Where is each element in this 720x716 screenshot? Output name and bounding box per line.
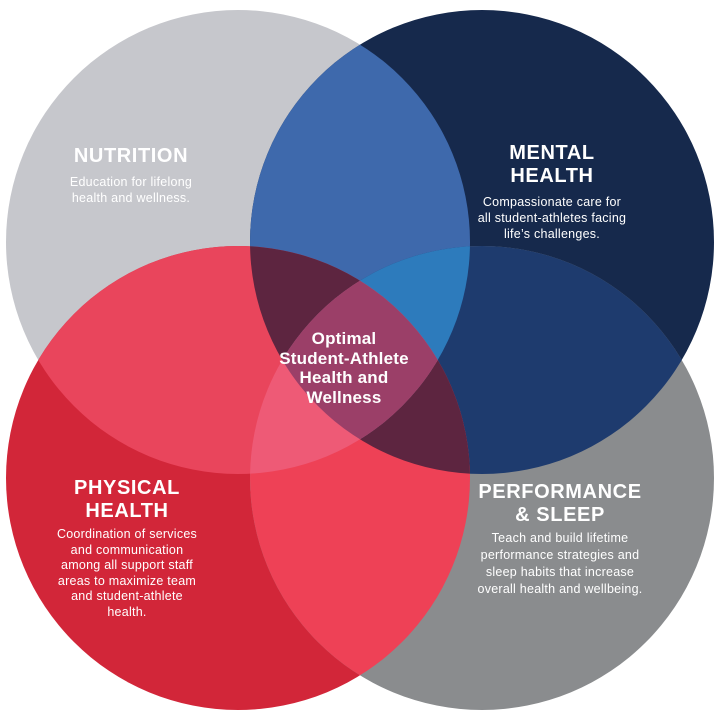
physical-health-desc-line: health. [107, 604, 147, 619]
performance-sleep-title: PERFORMANCE & SLEEP [445, 481, 675, 527]
nutrition-desc-line: health and wellness. [71, 191, 191, 205]
physical-health-title: PHYSICAL HEALTH [17, 477, 237, 523]
physical-health-desc-line: and communication [70, 542, 184, 557]
mental-health-description: Compassionate care for all student-athle… [437, 194, 667, 242]
performance-sleep-desc-line: overall health and wellbeing. [477, 582, 643, 596]
performance-sleep-desc-line: Teach and build lifetime [491, 531, 629, 545]
physical-health-title-line: HEALTH [85, 500, 169, 522]
mental-health-label: MENTAL HEALTH Compassionate care for all… [437, 142, 667, 242]
nutrition-desc-line: Education for lifelong [69, 175, 193, 189]
mental-health-title-line: MENTAL [509, 142, 595, 164]
mental-health-desc-line: all student-athletes facing [477, 211, 627, 225]
center-overlap-region [250, 246, 470, 474]
center-label-line: Student-Athlete [279, 348, 409, 368]
physical-health-desc-line: Coordination of services [56, 527, 198, 541]
center-label-line: Wellness [306, 387, 382, 407]
performance-sleep-desc-line: sleep habits that increase [485, 565, 635, 579]
center-label-line: Health and [299, 368, 389, 387]
physical-health-title-line: PHYSICAL [74, 477, 180, 499]
nutrition-title-line: NUTRITION [73, 145, 189, 167]
nutrition-description: Education for lifelong health and wellne… [21, 174, 241, 206]
mental-health-desc-line: Compassionate care for [482, 195, 622, 209]
physical-health-desc-line: and student-athlete [71, 589, 183, 603]
physical-health-desc-line: among all support staff [61, 558, 193, 572]
performance-sleep-desc-line: performance strategies and [480, 548, 640, 562]
mental-health-title-line: HEALTH [510, 165, 594, 187]
center-label-line: Optimal [311, 329, 377, 348]
physical-health-description: Coordination of services and communicati… [17, 527, 237, 620]
nutrition-title: NUTRITION [21, 145, 241, 168]
performance-sleep-description: Teach and build lifetime performance str… [445, 530, 675, 598]
mental-health-title: MENTAL HEALTH [437, 142, 667, 188]
nutrition-label: NUTRITION Education for lifelong health … [21, 145, 241, 206]
mental-health-desc-line: life’s challenges. [504, 227, 600, 241]
performance-sleep-title-line: & SLEEP [515, 504, 605, 526]
center-label: Optimal Student-Athlete Health and Welln… [254, 329, 434, 407]
performance-sleep-title-line: PERFORMANCE [478, 481, 642, 503]
physical-health-label: PHYSICAL HEALTH Coordination of services… [17, 477, 237, 620]
performance-sleep-label: PERFORMANCE & SLEEP Teach and build life… [445, 481, 675, 598]
physical-health-desc-line: areas to maximize team [57, 573, 197, 588]
